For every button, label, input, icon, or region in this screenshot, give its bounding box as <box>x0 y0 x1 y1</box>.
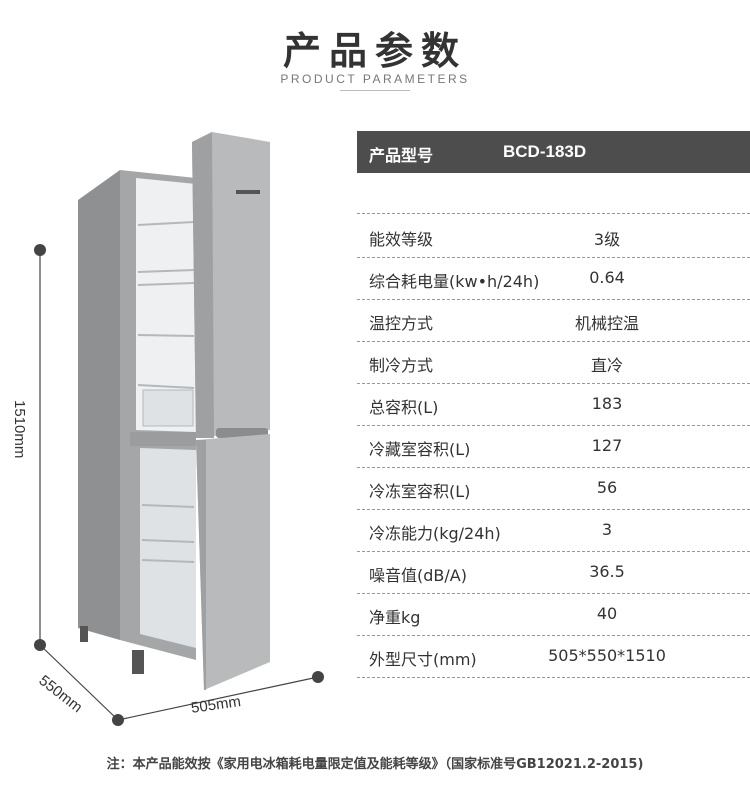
param-row: 能效等级 3级 <box>357 215 750 258</box>
fridge-illustration <box>34 132 324 726</box>
param-row: 冷冻室容积(L) 56 <box>357 467 750 510</box>
param-row: 温控方式 机械控温 <box>357 299 750 342</box>
param-value: 3级 <box>593 230 621 249</box>
param-row: 净重kg 40 <box>357 593 750 636</box>
fridge-divider <box>130 432 196 446</box>
param-value: 36.5 <box>589 562 625 581</box>
page-title: 产品参数 <box>282 29 467 73</box>
param-label: 外型尺寸(mm) <box>369 650 477 669</box>
param-value: 127 <box>591 436 623 455</box>
param-row: 冷冻能力(kg/24h) 3 <box>357 509 750 552</box>
dimension-lines <box>34 244 324 726</box>
param-row: 外型尺寸(mm) 505*550*1510 <box>357 635 750 678</box>
param-row: 噪音值(dB/A) 36.5 <box>357 551 750 594</box>
height-dimension-label: 1510mm <box>11 400 28 459</box>
param-row: 综合耗电量(kw•h/24h) 0.64 <box>357 257 750 300</box>
param-value: 56 <box>596 478 618 497</box>
param-value: 505*550*1510 <box>548 646 666 665</box>
param-label: 噪音值(dB/A) <box>369 566 467 585</box>
subtitle-divider <box>340 90 410 91</box>
model-label: 产品型号 <box>369 146 434 165</box>
param-label: 冷冻室容积(L) <box>369 482 471 501</box>
param-row: 总容积(L) 183 <box>357 383 750 426</box>
footnote: 注：本产品能效按《家用电冰箱耗电量限定值及能耗等级》（国家标准号GB12021.… <box>106 757 644 772</box>
param-label: 能效等级 <box>369 230 434 249</box>
page-subtitle: PRODUCT PARAMETERS <box>280 72 470 86</box>
fridge-shelves-upper <box>137 221 195 389</box>
param-label: 制冷方式 <box>369 356 434 375</box>
dimension-dot-top <box>34 244 46 256</box>
fridge-door-lower <box>196 434 270 690</box>
param-row: 冷藏室容积(L) 127 <box>357 425 750 468</box>
header-spacer <box>357 173 750 214</box>
param-value: 183 <box>591 394 623 413</box>
model-header-row: 产品型号 BCD-183D <box>357 131 750 173</box>
param-value: 机械控温 <box>574 314 639 333</box>
param-label: 综合耗电量(kw•h/24h) <box>369 272 540 291</box>
fridge-interior-upper <box>136 178 196 432</box>
fridge-foot-rear <box>80 626 88 642</box>
brand-logo <box>236 190 260 194</box>
param-label: 冷冻能力(kg/24h) <box>369 524 501 543</box>
param-label: 冷藏室容积(L) <box>369 440 471 459</box>
param-value: 40 <box>596 604 618 623</box>
param-label: 净重kg <box>369 608 421 627</box>
dimension-dot-front-right <box>312 671 324 683</box>
fridge-side-panel <box>78 170 120 640</box>
fridge-freezer-drawers <box>141 504 195 563</box>
fridge-interior-lower <box>140 448 196 648</box>
param-label: 总容积(L) <box>369 398 439 417</box>
model-value: BCD-183D <box>503 142 587 161</box>
param-value: 3 <box>601 520 613 539</box>
param-value: 直冷 <box>590 356 623 375</box>
param-label: 温控方式 <box>369 314 434 333</box>
param-row: 制冷方式 直冷 <box>357 341 750 384</box>
param-value: 0.64 <box>589 268 625 287</box>
fridge-crisper-drawer <box>142 389 194 427</box>
fridge-foot-front <box>132 650 144 674</box>
